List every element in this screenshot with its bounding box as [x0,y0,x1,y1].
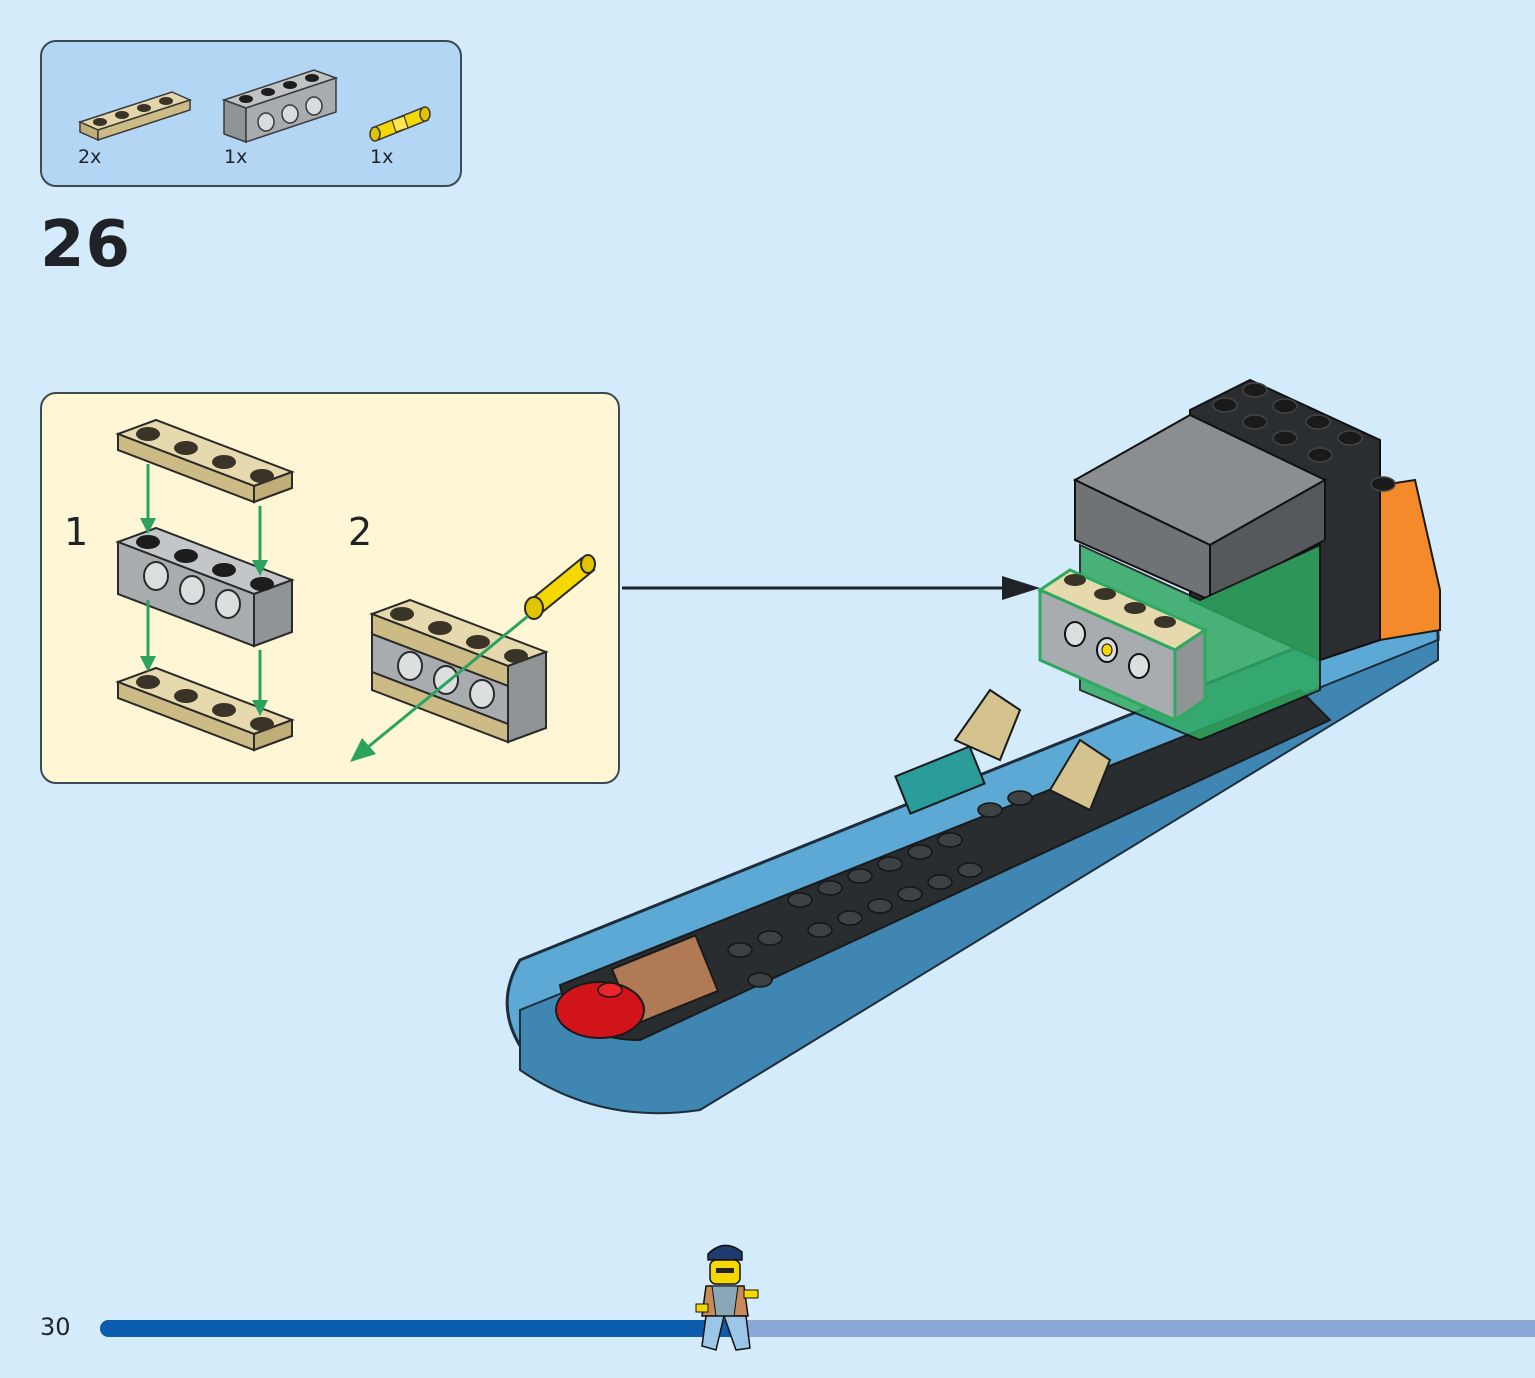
part-quantity: 2x [78,146,102,168]
step-number: 26 [40,208,132,282]
sub-step-1-illustration [115,418,295,752]
sub-assembly-box: 1 2 [40,392,620,784]
tan-plate-icon [77,91,193,142]
part-tan-plate: 2x [72,42,202,187]
progress-bar-fill [100,1320,732,1337]
sub-step-number-2: 2 [348,510,373,554]
part-quantity: 1x [370,146,394,168]
page-number: 30 [40,1313,71,1341]
sub-step-number-1: 1 [64,510,89,554]
part-gray-technic-brick: 1x [220,42,350,187]
progress-bar-track [100,1320,1535,1337]
part-quantity: 1x [224,146,248,168]
gray-technic-brick-icon [221,69,339,144]
sub-step-2-illustration [350,554,596,762]
yellow-pin-icon [369,106,431,142]
minifigure-icon [695,1244,759,1351]
parts-list-box: 2x 1x 1x [40,40,462,187]
part-yellow-technic-pin: 1x [364,42,444,187]
